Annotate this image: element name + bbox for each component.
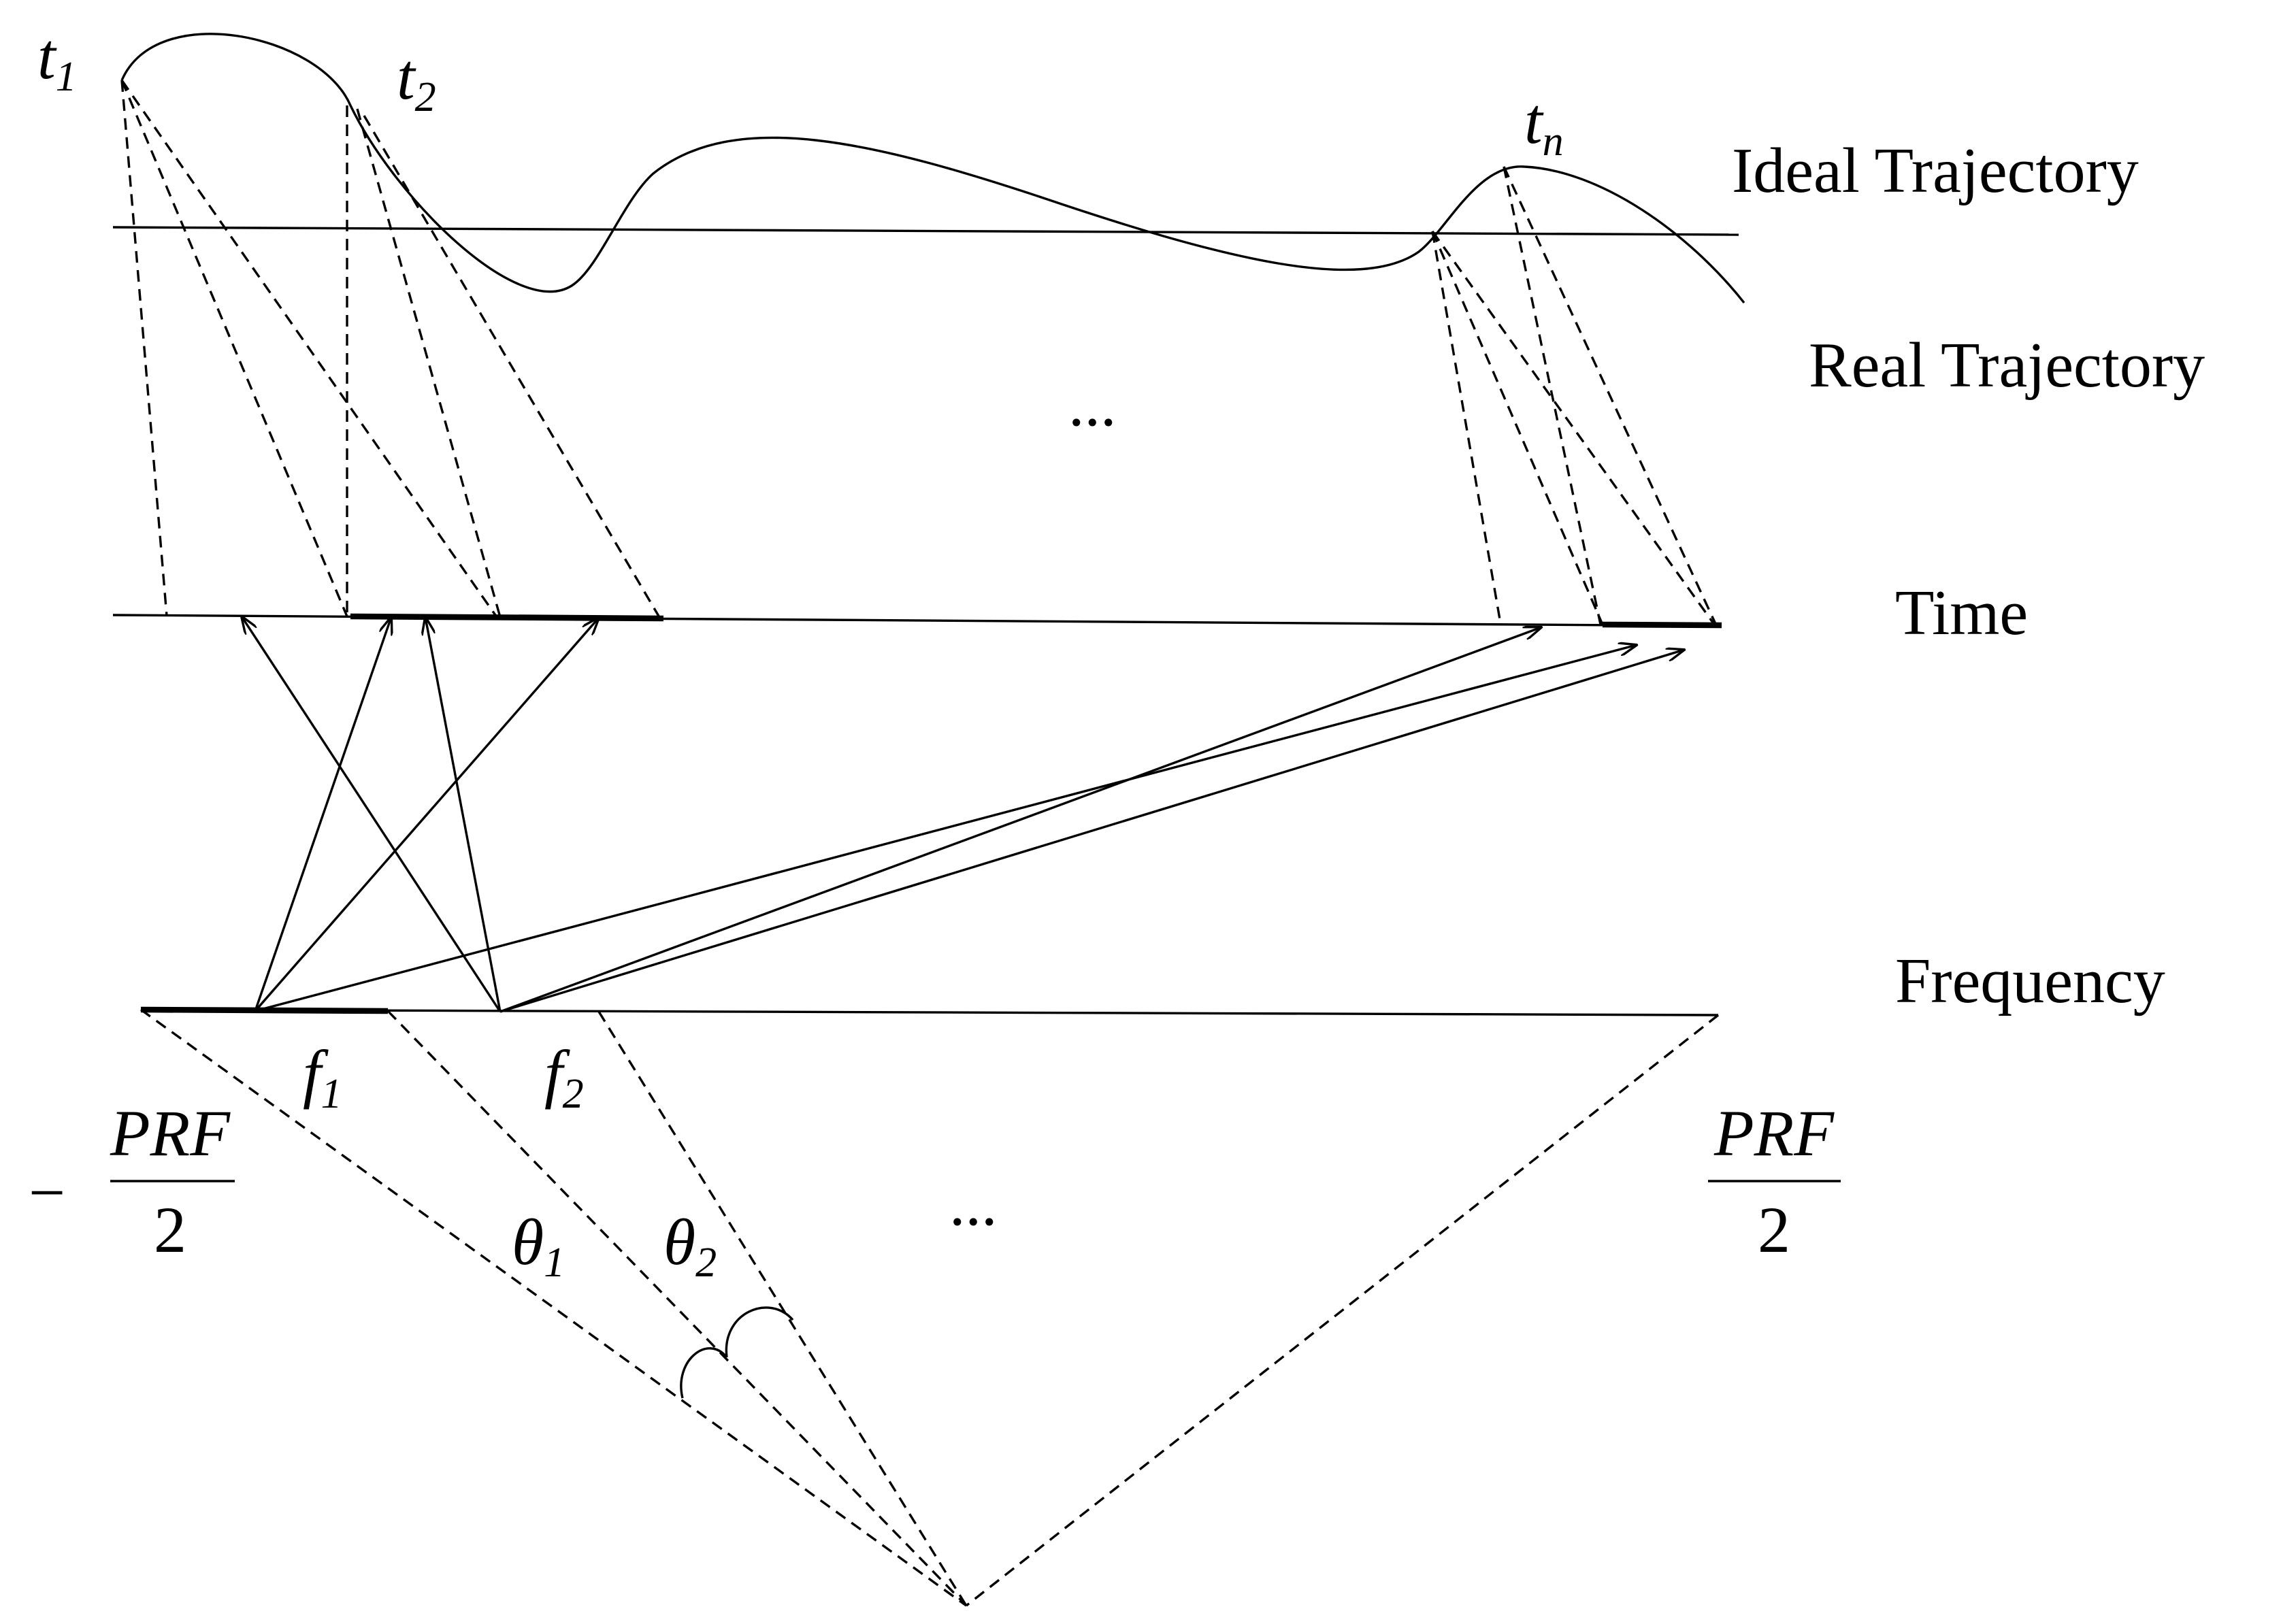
lower-bound-denominator: 2 [154, 1193, 186, 1266]
projection-line [1503, 166, 1602, 625]
theta2-label: θ2 [663, 1206, 717, 1286]
mapping-arrow [254, 618, 599, 1012]
fan-line [140, 1008, 967, 1607]
lower-bound-label: − PRF 2 [29, 1097, 235, 1266]
time-band-1 [350, 613, 664, 622]
real-trajectory-curve [120, 33, 1745, 304]
lower-bound-numerator: PRF [110, 1097, 231, 1170]
fan-line [387, 1010, 968, 1607]
fan-line [965, 1014, 1720, 1607]
upper-bound-numerator: PRF [1713, 1097, 1835, 1170]
frequency-band-1 [140, 1006, 389, 1014]
lower-bound-sign: − [29, 1156, 65, 1229]
t1-projection-lines [120, 80, 498, 618]
projection-line [120, 80, 498, 618]
tn-projection-lines [1431, 166, 1718, 626]
f1-label: f1 [303, 1037, 342, 1117]
mapping-arrow [254, 617, 391, 1012]
mapping-arrow [242, 616, 502, 1012]
upper-bound-label: PRF 2 [1708, 1097, 1841, 1266]
projection-line [1503, 166, 1718, 626]
fan-line [597, 1011, 968, 1606]
angle-arc-theta1 [680, 1347, 728, 1399]
ellipsis-upper: ... [1068, 369, 1117, 440]
frequency-axis [140, 1008, 1719, 1016]
mapping-arrow [255, 645, 1637, 1012]
angle-fan [140, 1008, 1720, 1607]
projection-line [120, 80, 348, 617]
mapping-arrow [499, 627, 1541, 1013]
angle-arc-theta2 [725, 1306, 794, 1358]
tn-label: tn [1524, 84, 1564, 165]
frequency-label: Frequency [1895, 946, 2165, 1016]
frequency-to-time-arrows [242, 616, 1684, 1013]
real-trajectory-label: Real Trajectory [1809, 330, 2205, 401]
mapping-arrow [499, 650, 1684, 1013]
projection-line [356, 108, 502, 618]
t2-label: t2 [397, 40, 436, 120]
ideal-trajectory-label: Ideal Trajectory [1732, 135, 2139, 206]
ellipsis-lower: ... [949, 1168, 998, 1239]
f2-label: f2 [544, 1037, 584, 1117]
ideal-trajectory-line [112, 226, 1739, 236]
mapping-arrow [425, 617, 502, 1012]
projection-line [1431, 231, 1502, 624]
t2-projection-lines [346, 105, 661, 619]
projection-line [1431, 231, 1604, 625]
upper-bound-denominator: 2 [1758, 1193, 1790, 1266]
projection-line [363, 115, 661, 619]
t1-label: t1 [37, 20, 77, 100]
projection-line [1431, 231, 1716, 626]
theta1-label: θ1 [512, 1206, 565, 1286]
time-label: Time [1895, 578, 2028, 648]
projection-line [120, 80, 168, 616]
